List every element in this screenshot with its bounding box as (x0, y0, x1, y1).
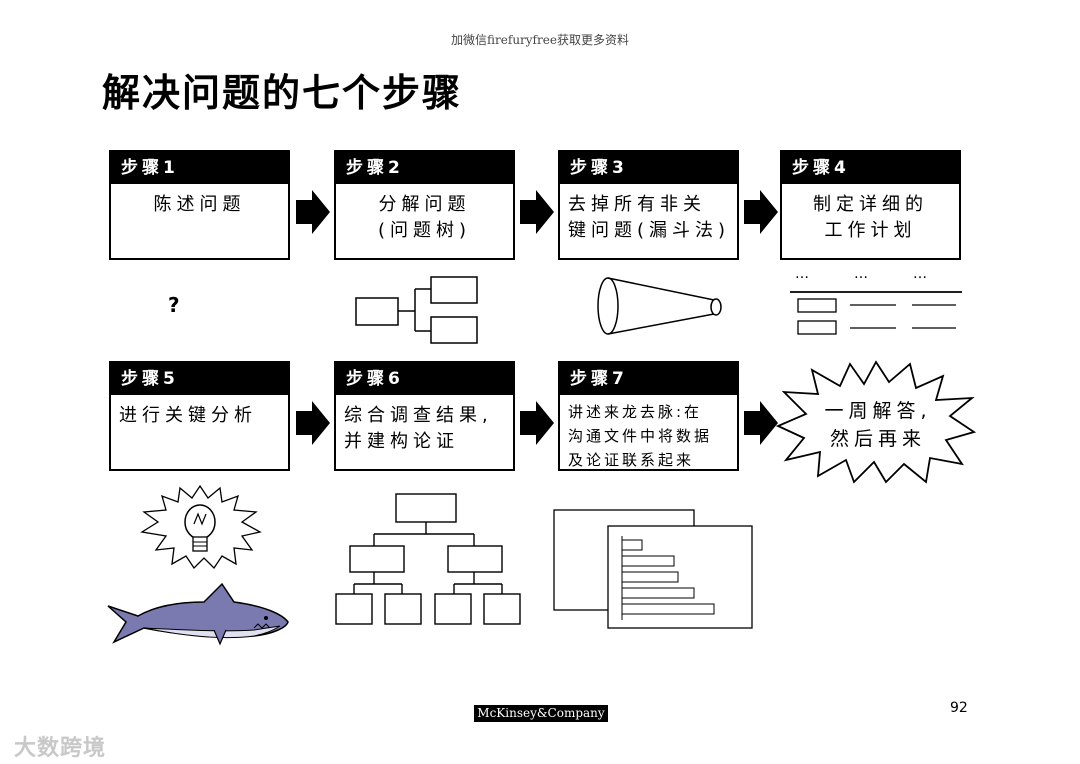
step-7-label: 步骤7 (560, 363, 737, 395)
page-number: 92 (950, 700, 968, 716)
step-1-label: 步骤1 (111, 152, 288, 184)
step-4-label: 步骤4 (782, 152, 959, 184)
shark-icon (107, 582, 289, 646)
step-5-label: 步骤5 (111, 363, 288, 395)
step-4-text: 制定详细的 工作计划 (813, 194, 928, 241)
step-3-text: 去掉所有非关 键问题(漏斗法) (568, 194, 731, 241)
step-5-text: 进行关键分析 (119, 405, 257, 426)
top-note: 加微信firefuryfree获取更多资料 (451, 33, 629, 47)
arrow-3-4 (744, 190, 778, 234)
step-6-box: 步骤6 综合调查结果, 并建构论证 (334, 361, 515, 471)
plan-dots-1: … (795, 266, 809, 282)
funnel-icon (597, 277, 722, 335)
step-3-label: 步骤3 (560, 152, 737, 184)
arrow-6-7 (520, 401, 554, 445)
page-title: 解决问题的七个步骤 (102, 71, 463, 115)
issue-tree-icon (355, 276, 478, 344)
watermark: 大数跨境 (14, 736, 107, 761)
document-chart-icon (553, 509, 753, 629)
plan-dots-2: … (854, 266, 868, 282)
step-1-text: 陈述问题 (153, 194, 246, 215)
synthesis-tree-icon (335, 493, 521, 625)
step-2-box: 步骤2 分解问题 (问题树) (334, 150, 515, 260)
arrow-1-2 (296, 190, 330, 234)
step-2-text: 分解问题 (问题树) (377, 194, 472, 241)
step-6-text: 综合调查结果, 并建构论证 (344, 405, 493, 452)
answer-starburst (775, 360, 977, 484)
plan-dots-3: … (913, 266, 927, 282)
step-2-label: 步骤2 (336, 152, 513, 184)
step-5-box: 步骤5 进行关键分析 (109, 361, 290, 471)
step-3-box: 步骤3 去掉所有非关 键问题(漏斗法) (558, 150, 739, 260)
arrow-2-3 (520, 190, 554, 234)
step-7-text: 讲述来龙去脉:在 沟通文件中将数据 及论证联系起来 (568, 403, 713, 469)
question-mark: ? (168, 293, 180, 317)
lightbulb-icon (140, 484, 262, 570)
step-4-box: 步骤4 制定详细的 工作计划 (780, 150, 961, 260)
step-6-label: 步骤6 (336, 363, 513, 395)
arrow-5-6 (296, 401, 330, 445)
brand-logo: McKinsey&Company (474, 705, 608, 722)
step-7-box: 步骤7 讲述来龙去脉:在 沟通文件中将数据 及论证联系起来 (558, 361, 739, 471)
final-answer-text: 一周解答, 然后再来 (824, 400, 932, 450)
work-plan-icon (790, 291, 962, 335)
arrow-7-final (744, 401, 778, 445)
step-1-box: 步骤1 陈述问题 (109, 150, 290, 260)
